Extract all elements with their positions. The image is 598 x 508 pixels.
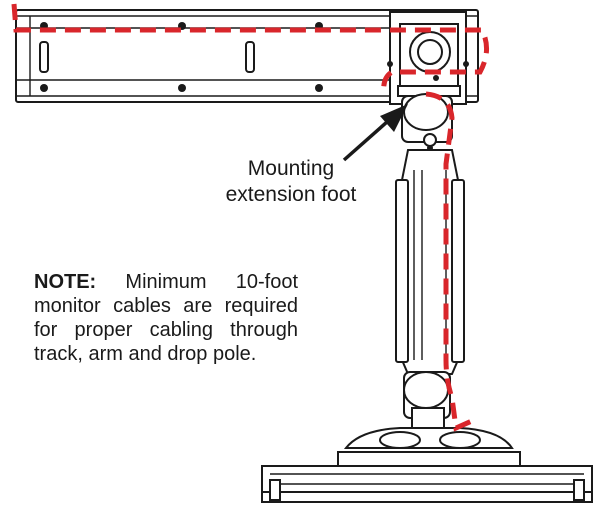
arm-body: [395, 133, 465, 375]
lower-joint: [403, 371, 451, 435]
monitor-mount-base: [261, 427, 593, 503]
note-label: NOTE:: [34, 271, 97, 293]
upper-joint: [401, 93, 453, 143]
callout-line-2: extension foot: [225, 183, 357, 206]
mounting-foot-callout: Mounting extension foot: [206, 156, 376, 208]
callout-line-1: Mounting: [247, 157, 335, 180]
track-carriage: [387, 11, 469, 105]
callout-arrow: [342, 104, 408, 162]
note-text: Minimum 10-foot monitor cables are requi…: [34, 271, 298, 365]
cable-route: [11, 3, 489, 432]
cable-note: NOTE: Minimum 10-foot monitor cables are…: [34, 270, 298, 366]
